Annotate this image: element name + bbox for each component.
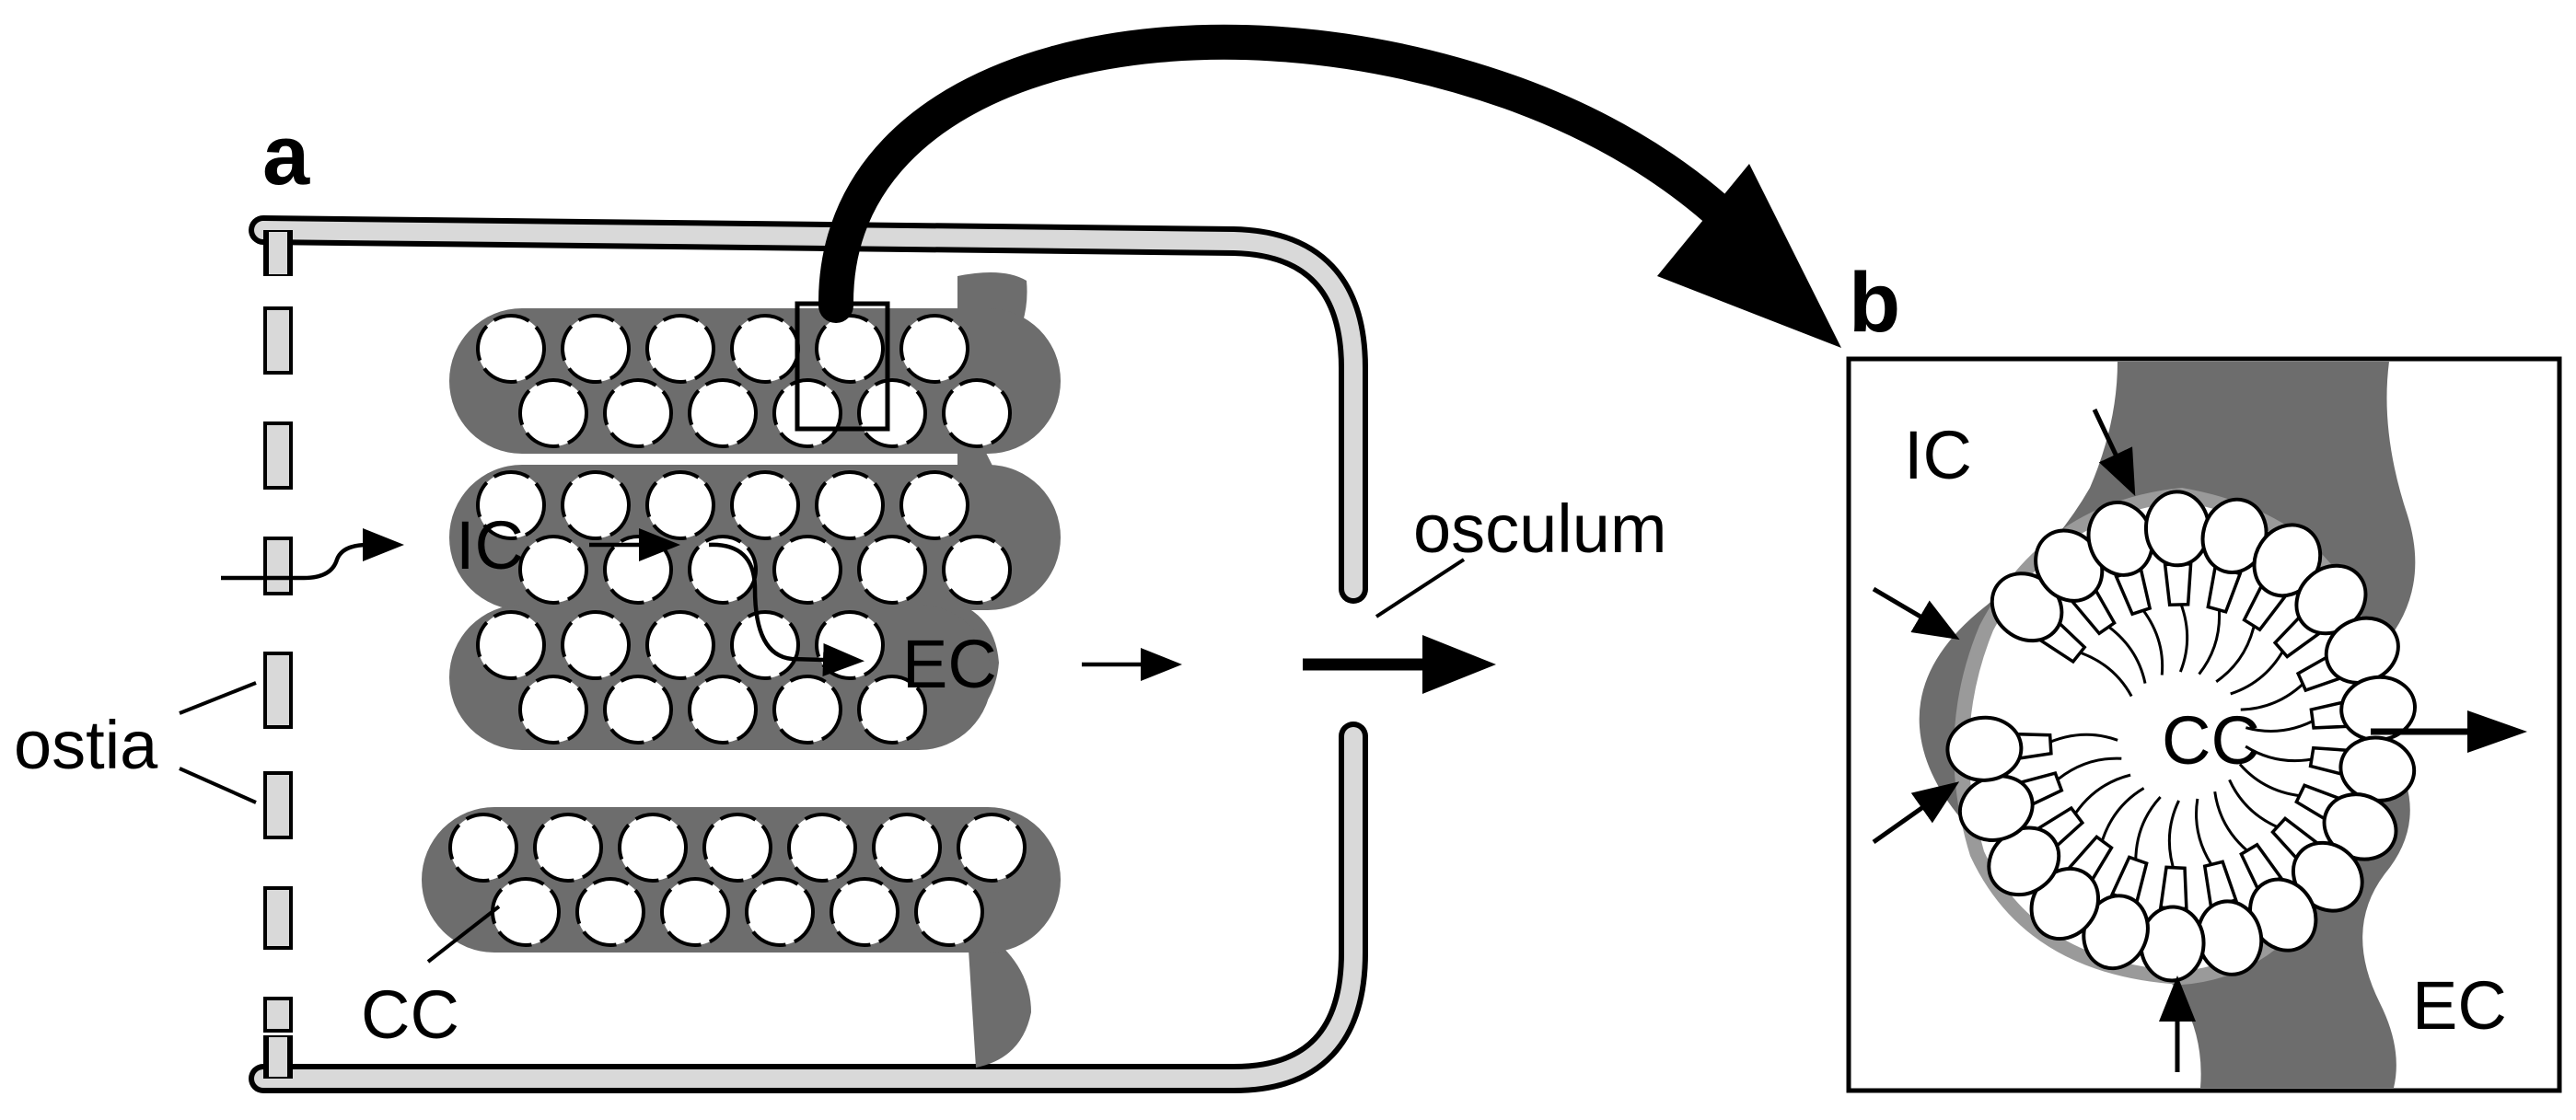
wall-segment [263,771,293,839]
inflow-arrow [221,528,404,581]
chamber-flow-arrow [708,542,864,676]
choanocyte-chamber-a [899,470,969,540]
choanocyte-chamber-a [603,378,673,448]
choanocyte-chamber-a [491,877,561,947]
panel-a-letter: a [262,109,310,202]
choanocyte-chamber-a [533,813,603,883]
wall-segment [263,537,293,595]
choanocyte-chamber-a [942,378,1012,448]
choanocyte-chamber-a [857,675,927,745]
ic-label-a: IC [456,507,524,583]
choanocyte-chamber-a [830,877,899,947]
choanocyte-cell [2143,490,2210,568]
choanocyte-chamber-a [561,610,631,680]
osculum-leader [1375,558,1466,618]
ec-label-a: EC [902,626,997,702]
choanocyte-chamber-a [702,813,772,883]
inflow-arrow-left-lower [1872,781,1960,845]
wall-segment [263,421,293,490]
wall-segment [263,886,293,950]
choanocyte-chamber-a [942,535,1012,605]
cc-label-a: CC [361,976,459,1053]
choanocyte-chamber-a [745,877,815,947]
wall-segment [263,997,293,1033]
wall-segment [263,652,293,729]
panel-b-letter: b [1849,256,1900,350]
ic-label-b: IC [1904,417,1972,493]
choanocyte-chamber-a [857,535,927,605]
choanocyte-chamber-a [618,813,688,883]
choanocyte-chamber-a [448,813,518,883]
wall-segment [263,306,293,375]
ostia-label: ostia [14,707,158,783]
choanocyte-chamber-a [476,470,546,540]
choanocyte-chamber-a [688,378,758,448]
zoom-arrow [818,24,1767,323]
choanocyte-chamber-a [730,470,800,540]
choanocyte-chamber-a [957,813,1027,883]
choanocyte-chamber-a [772,535,842,605]
osculum-outflow-arrowhead [1422,635,1496,694]
inflow-arrow-top [2092,408,2136,497]
ostia-wall-segments [263,306,293,1033]
choanocyte-chamber-a [815,470,885,540]
choanocyte-chamber-a [476,610,546,680]
zoom-arrowhead [1657,164,1841,348]
choanocyte-chamber-a [476,314,546,384]
cc-label-b: CC [2162,702,2260,779]
choanocyte-chamber-a [561,314,631,384]
choanocyte-chamber-a [872,813,942,883]
choanocyte-chamber-a [815,314,885,384]
choanocyte-chamber-a [815,610,885,680]
folded-tissue [422,272,1061,1068]
choanocyte-chamber-a [645,314,715,384]
choanocyte-cell [2139,905,2206,983]
choanocyte-cell [1945,715,2024,782]
ec-label-b: EC [2412,967,2507,1044]
choanocyte-chamber-a [899,314,969,384]
choanocyte-chamber-a [660,877,730,947]
choanocyte-chamber-a [575,877,645,947]
inflow-arrow-left-upper [1872,586,1960,641]
osculum-label: osculum [1413,491,1667,567]
outflow-arrowhead-b [2467,710,2527,753]
choanocyte-chamber-a [561,470,631,540]
choanocyte-chamber-a [645,610,715,680]
choanocyte-collar [2158,865,2188,911]
choanocyte-chamber-a [518,378,588,448]
choanocyte-chamber-a [518,675,588,745]
choanocyte-chamber-a [645,470,715,540]
ostia-leader-upper [179,681,257,715]
choanocyte-chamber-a [518,535,588,605]
choanocyte-chamber-a [787,813,857,883]
choanocyte-chamber-a [772,675,842,745]
ostia-leader-lower [179,767,257,804]
sponge-body-wall [249,215,1368,1093]
cc-leader [426,905,501,964]
panel-b: b IC EC CC [1846,256,2562,1093]
choanocyte-chamber-a [857,378,927,448]
choanocyte-chamber-a [688,675,758,745]
choanocyte-chamber-a [603,675,673,745]
tissue-fold-connector [967,920,1031,1068]
choanocyte-chamber-a [730,314,800,384]
choanocyte-chamber [1945,488,2417,985]
choanocyte-chamber-a [772,378,842,448]
choanocyte-collar [2163,561,2193,607]
choanocyte-chamber-a [914,877,984,947]
